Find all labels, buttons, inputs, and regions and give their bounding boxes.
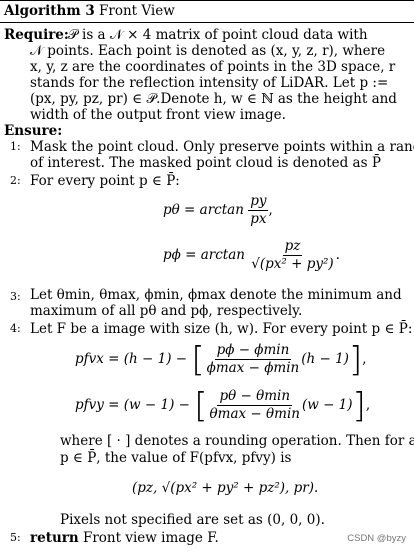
ensure-label: Ensure: — [4, 123, 63, 139]
step-number: 3: — [10, 290, 21, 303]
return-keyword: return — [30, 530, 79, 546]
require-label: Require: — [4, 27, 69, 43]
require-line: stands for the reflection intensity of L… — [30, 75, 389, 91]
after-equation-line: where [ · ] denotes a rounding operation… — [60, 433, 414, 449]
return-text: Front view image F. — [82, 530, 219, 546]
step-number: 5: — [10, 531, 21, 544]
step-2-line: For every point p ∈ P̄: — [30, 173, 180, 189]
step-number: 1: — [10, 140, 21, 153]
algorithm-label: Algorithm 3 — [4, 3, 95, 19]
require-line: (px, py, pz, pr) ∈ 𝒫.Denote h, w ∈ ℕ as … — [30, 91, 397, 107]
step-1-line: of interest. The masked point cloud is d… — [30, 155, 381, 171]
step-3-line: Let θmin, θmax, ϕmin, ϕmax denote the mi… — [30, 287, 402, 303]
require-line: 𝒫 is a 𝒩 × 4 matrix of point cloud data … — [68, 27, 368, 43]
require-line: x, y, z are the coordinates of points in… — [30, 59, 396, 75]
equation-value: (pz, √(px² + py² + pz²), pr). — [132, 480, 319, 496]
step-number: 4: — [10, 322, 21, 335]
require-line: 𝒩 points. Each point is denoted as (x, y… — [30, 43, 386, 59]
algorithm-header: Algorithm 3 Front View — [4, 3, 175, 19]
step-3-line: maximum of all pθ and pϕ, respectively. — [30, 303, 303, 319]
header-rule — [0, 22, 414, 23]
require-line: width of the output front view image. — [30, 107, 286, 123]
top-rule — [0, 0, 414, 1]
step-5-line: return Front view image F. — [30, 530, 219, 546]
step-4-line: Let F be a image with size (h, w). For e… — [30, 321, 413, 337]
pixels-line: Pixels not specified are set as (0, 0, 0… — [60, 512, 325, 528]
watermark: CSDN @byzy — [347, 533, 406, 544]
step-1-line: Mask the point cloud. Only preserve poin… — [30, 139, 414, 155]
algorithm-title: Front View — [99, 3, 175, 19]
step-number: 2: — [10, 174, 21, 187]
equation-p-phi: pϕ = arctan pz√(px² + py²). — [163, 238, 340, 272]
after-equation-line: p ∈ P̄, the value of F(pfvx, pfvy) is — [60, 450, 292, 466]
